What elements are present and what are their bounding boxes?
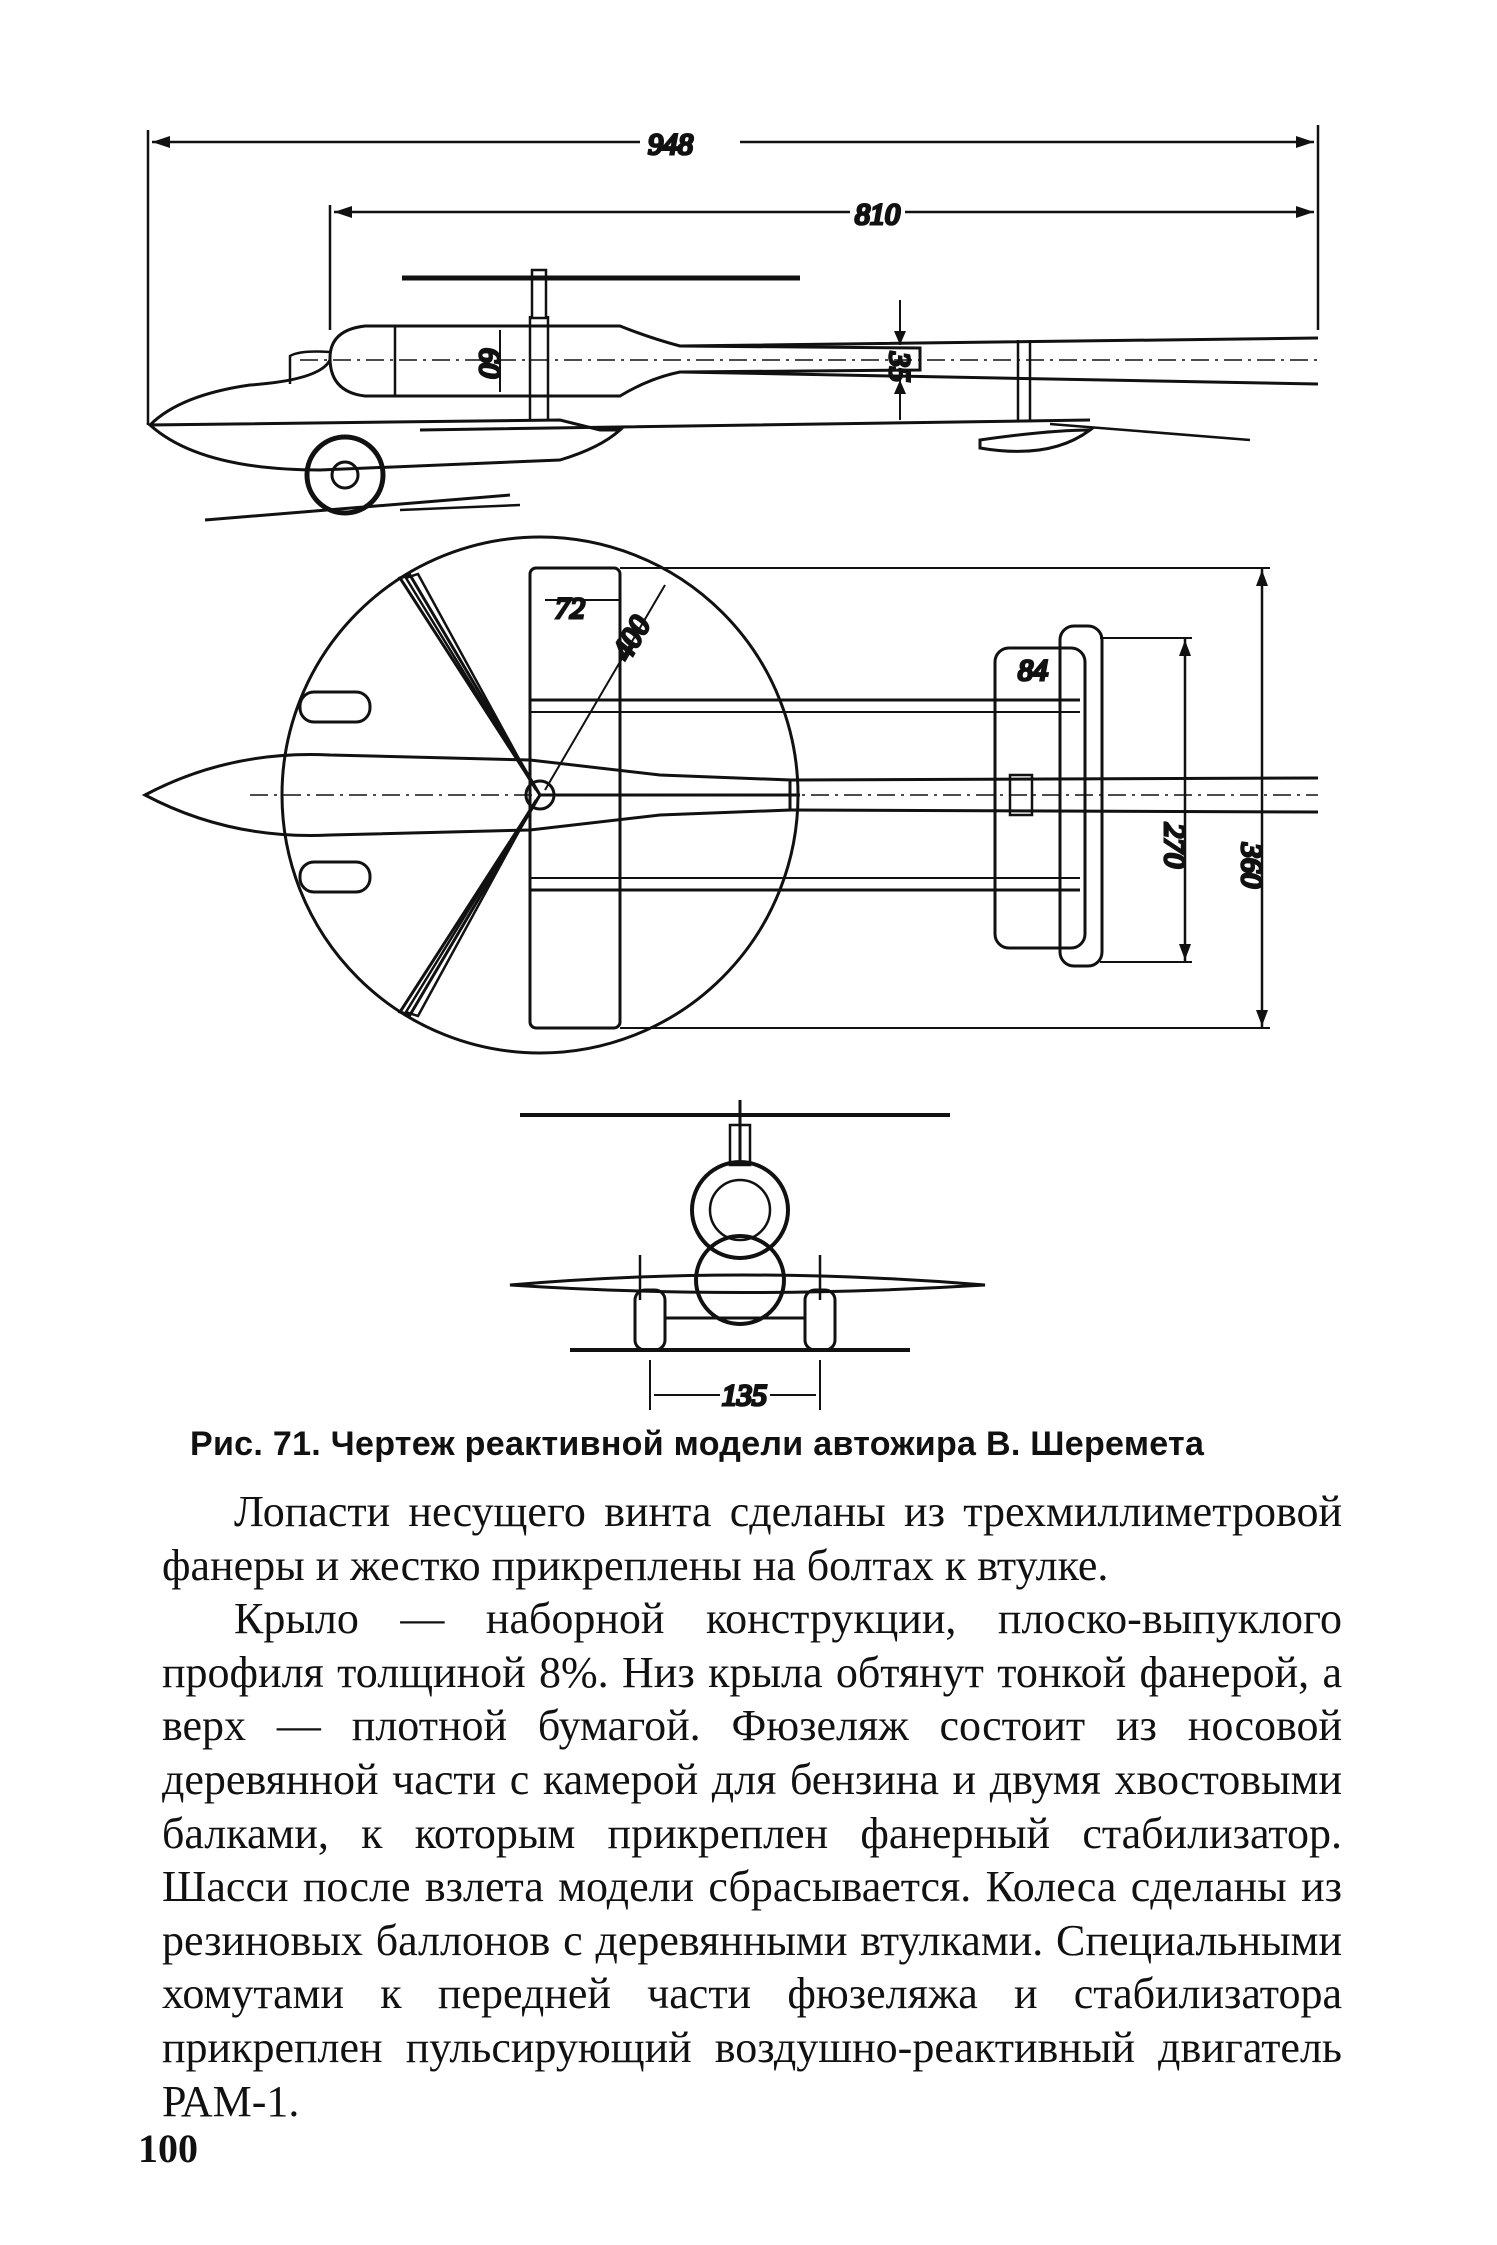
dim-boom-length: 810	[855, 198, 900, 231]
paragraph: Крыло — наборной конструкции, плоско-вып…	[162, 1594, 1342, 2126]
side-view: 948 810 60 35	[146, 125, 1320, 522]
autogyro-drawing: 948 810 60 35	[141, 125, 1320, 1414]
figure-caption: Рис. 71. Чертеж реактивной модели автожи…	[190, 1425, 1205, 1463]
dim-fuselage-diameter: 60	[473, 348, 506, 378]
paragraph: Лопасти несущего винта сделаны из трехми…	[162, 1487, 1342, 1590]
dim-track-width: 135	[722, 1379, 767, 1412]
dim-boom-diameter: 35	[883, 351, 916, 382]
dim-total-length: 948	[648, 128, 693, 161]
body-text: Лопасти несущего винта сделаны из трехми…	[162, 1485, 1342, 2128]
dim-stabilizer-chord: 84	[1018, 654, 1048, 687]
dim-wing-chord: 72	[555, 592, 585, 625]
dim-rotor-diameter: 400	[606, 610, 657, 665]
dim-stabilizer-span: 270	[1158, 823, 1191, 868]
front-view: 135	[509, 1100, 986, 1414]
page-number: 100	[138, 2126, 198, 2171]
dim-wing-span: 360	[1235, 842, 1268, 888]
top-view: 400 72 360 84 270	[141, 535, 1319, 1055]
